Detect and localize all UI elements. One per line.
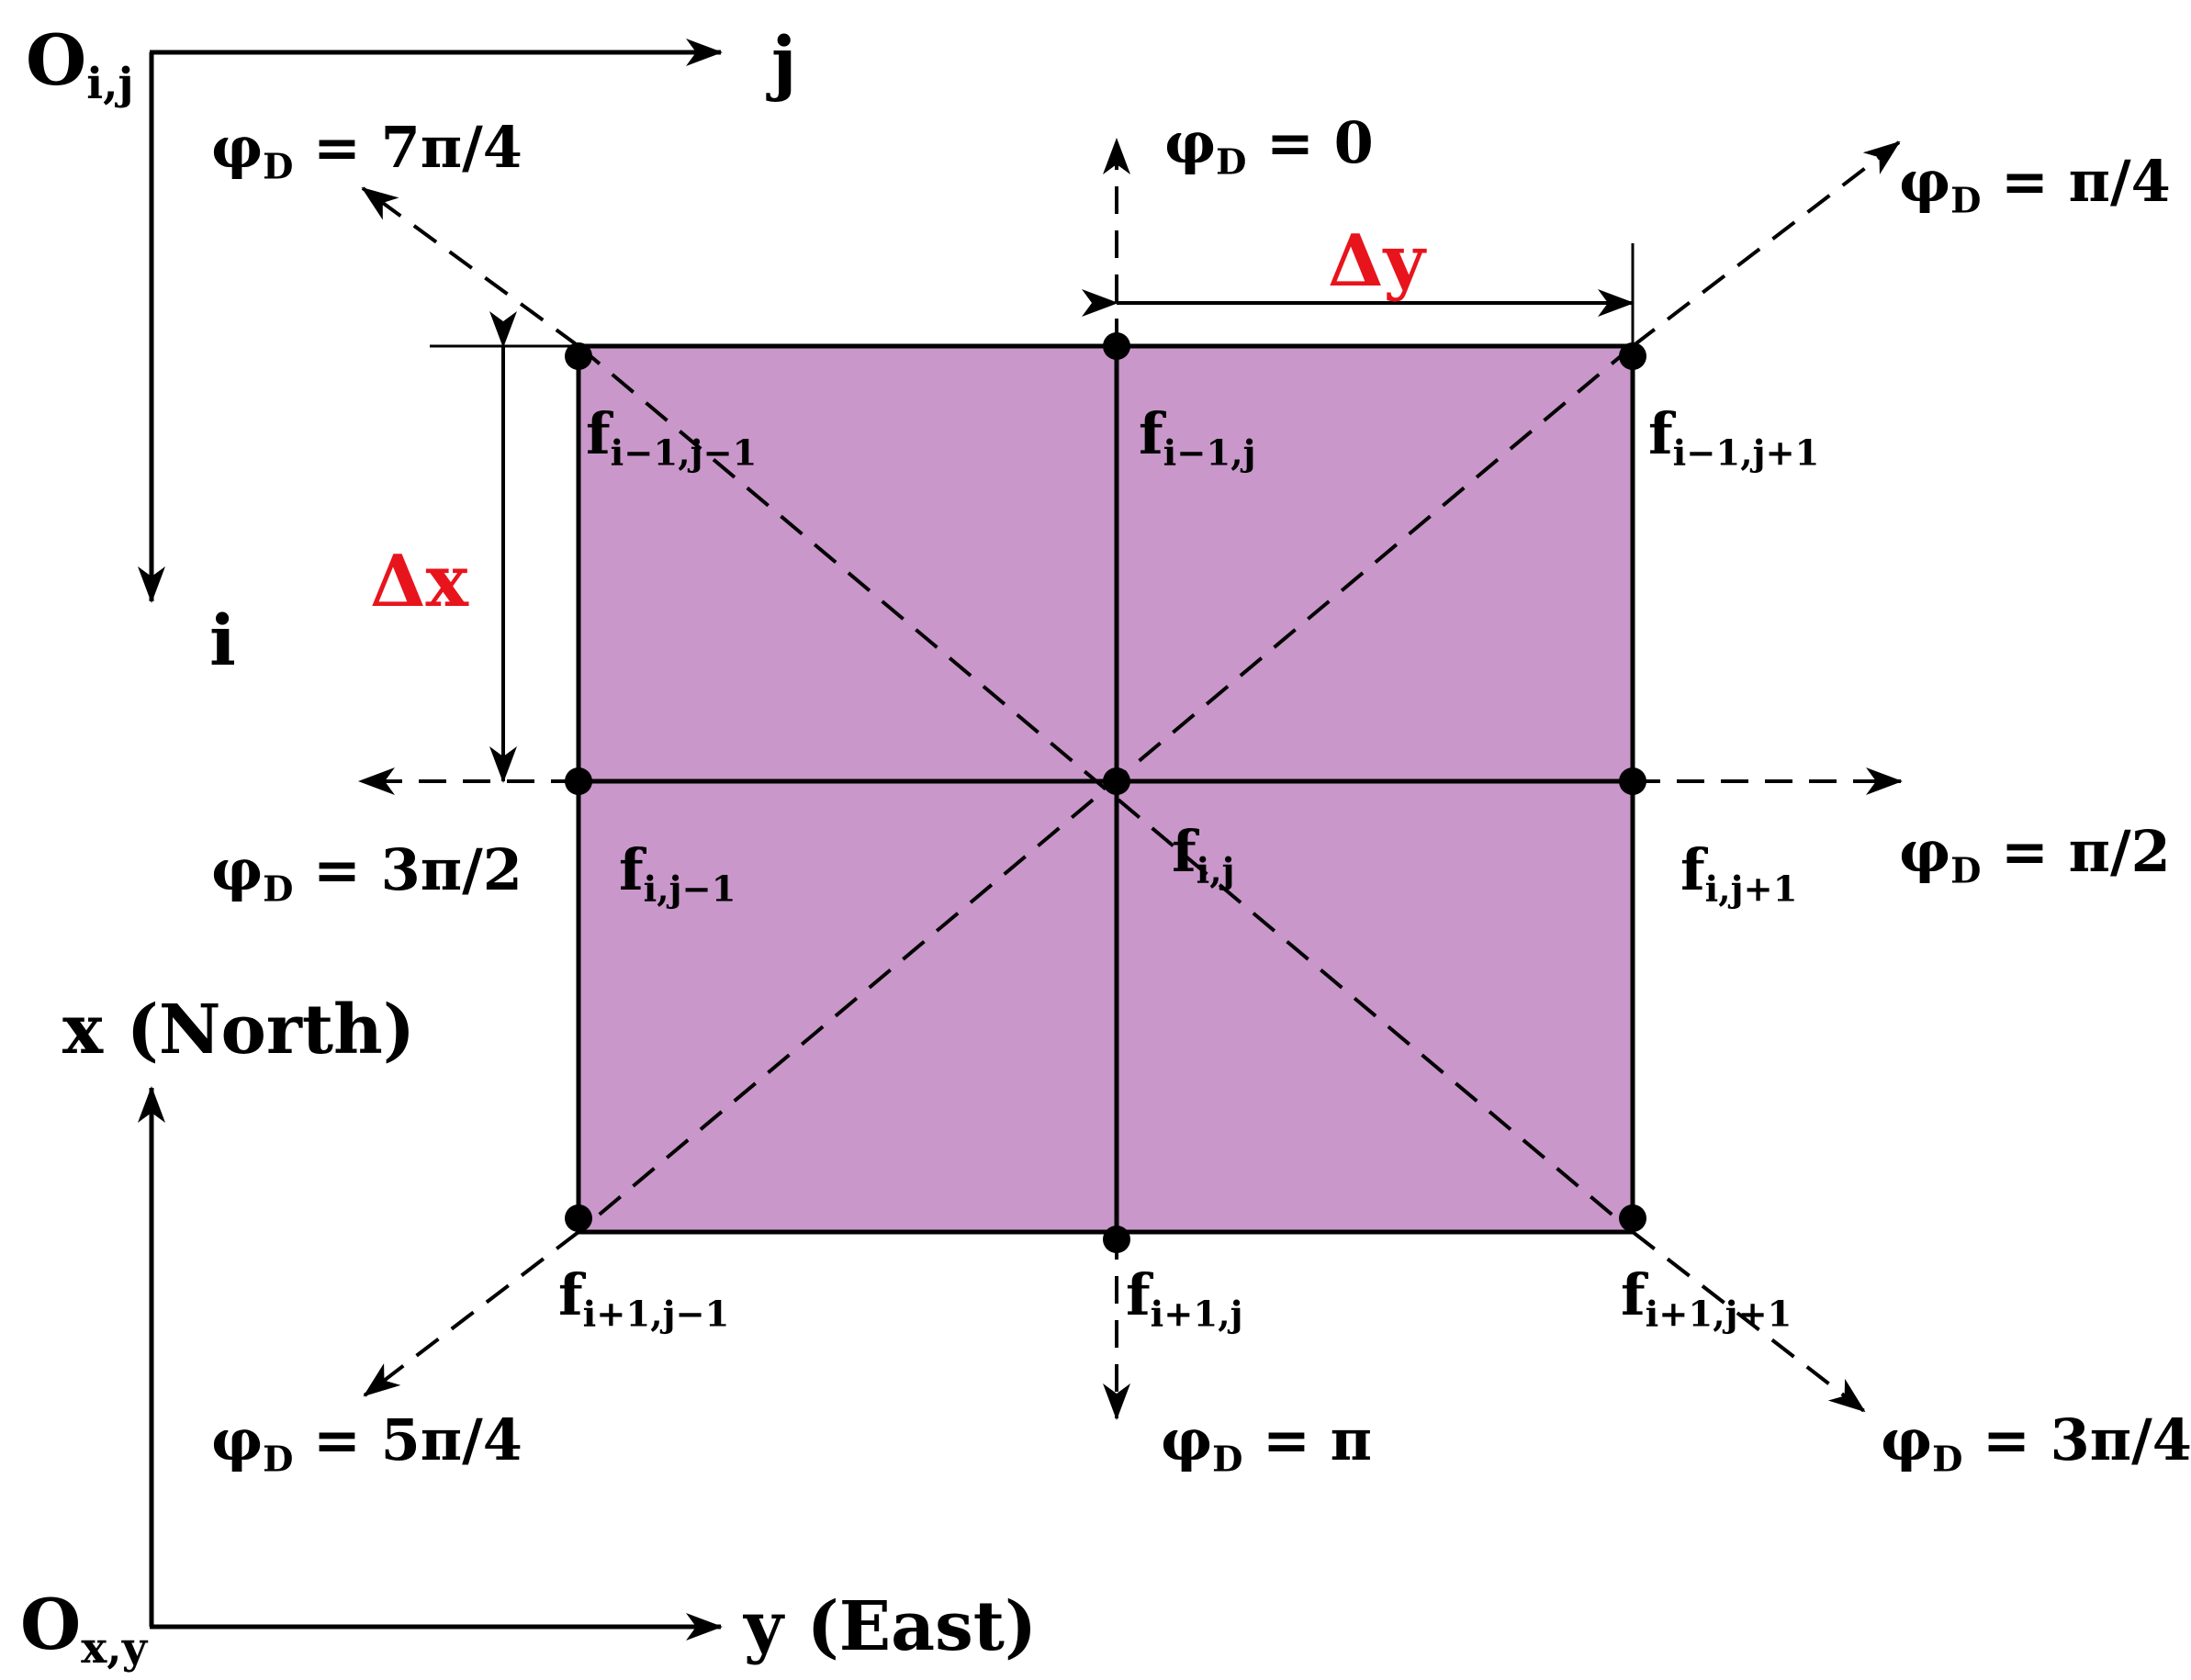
geo-east-axis-label: y (East) xyxy=(744,1587,1037,1666)
node-label-c: fi,j xyxy=(1172,818,1235,892)
direction-arrow-ne xyxy=(1631,140,1901,348)
node-label-nw: fi−1,j−1 xyxy=(586,400,758,475)
node-dot-w xyxy=(565,767,592,795)
node-dot-nw xyxy=(565,342,592,370)
node-label-n: fi−1,j xyxy=(1139,400,1256,475)
dy-label: Δy xyxy=(1328,219,1425,303)
node-label-e: fi,j+1 xyxy=(1680,836,1798,911)
node-dot-c xyxy=(1103,767,1130,795)
node-dot-s xyxy=(1103,1226,1130,1253)
node-dot-ne xyxy=(1619,342,1646,370)
geo-origin-label: Ox,y xyxy=(20,1584,148,1674)
direction-label-nw: φD = 7π/4 xyxy=(211,114,522,188)
index-axis-i-label: i xyxy=(209,599,236,681)
dx-label: Δx xyxy=(370,540,469,623)
node-label-s: fi+1,j xyxy=(1126,1261,1243,1336)
node-label-sw: fi+1,j−1 xyxy=(558,1261,730,1336)
direction-arrow-se xyxy=(1631,1230,1866,1413)
index-axis-j-label: j xyxy=(771,21,797,103)
direction-label-n: φD = 0 xyxy=(1164,109,1374,184)
direction-label-w: φD = 3π/2 xyxy=(211,836,522,911)
node-dot-se xyxy=(1619,1204,1646,1232)
node-label-w: fi,j−1 xyxy=(619,836,736,911)
node-label-ne: fi−1,j+1 xyxy=(1648,400,1820,475)
direction-label-s: φD = π xyxy=(1161,1406,1372,1481)
direction-arrow-nw xyxy=(361,186,580,348)
node-dot-n xyxy=(1103,332,1130,360)
direction-label-e: φD = π/2 xyxy=(1899,818,2171,892)
direction-label-sw: φD = 5π/4 xyxy=(211,1406,522,1481)
node-dot-e xyxy=(1619,767,1646,795)
direction-arrow-sw xyxy=(363,1230,580,1397)
node-dot-sw xyxy=(565,1204,592,1232)
direction-label-se: φD = 3π/4 xyxy=(1881,1406,2191,1481)
index-origin-label: Oi,j xyxy=(26,19,134,110)
node-label-se: fi+1,j+1 xyxy=(1621,1261,1792,1336)
direction-label-ne: φD = π/4 xyxy=(1899,148,2171,222)
geo-north-axis-label: x (North) xyxy=(62,991,415,1070)
